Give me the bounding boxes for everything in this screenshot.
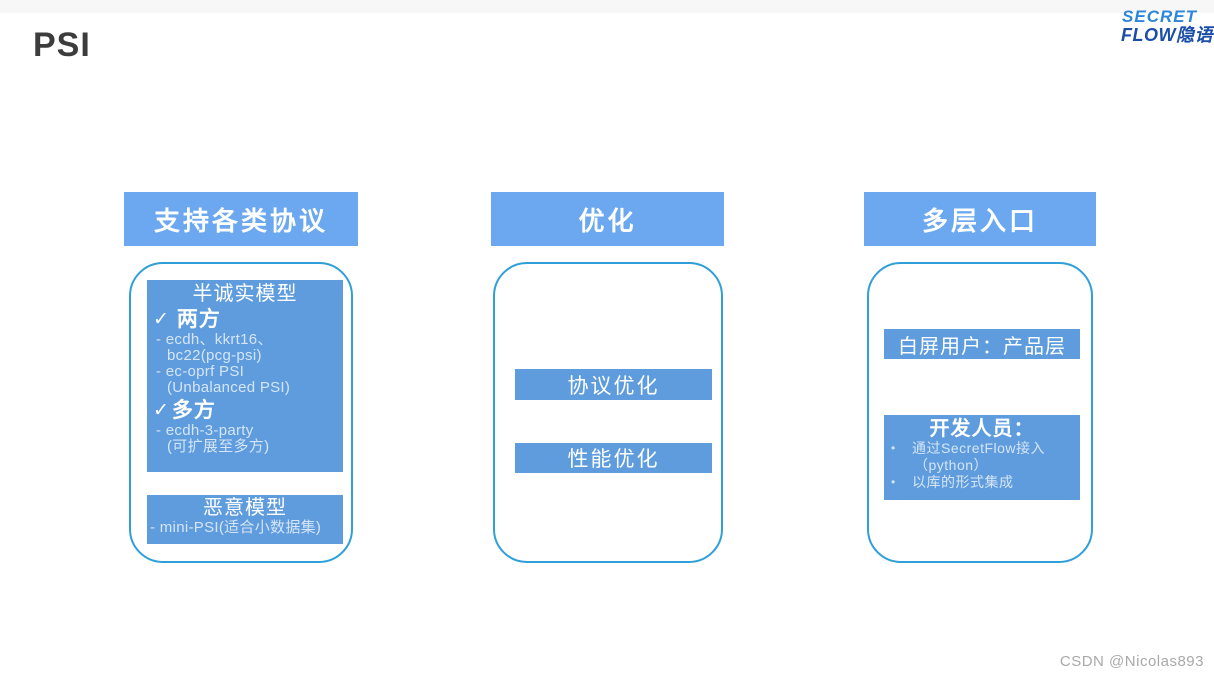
semi-honest-model-box: 半诚实模型 ✓ 两方 - ecdh、kkrt16、 bc22(pcg-psi) … [147,280,343,472]
logo-flow-word: FLOW [1121,24,1176,45]
developer-item-text: 通过SecretFlow接入 [912,440,1046,456]
protocol-optimization-bar: 协议优化 [515,369,712,400]
check-icon: ✓ [153,309,170,331]
protocol-line: - mini-PSI(适合小数据集) [150,519,322,536]
top-strip [0,0,1214,13]
protocol-line: - ecdh、kkrt16、 [156,331,273,349]
developer-item-text: 以库的形式集成 [912,474,1014,490]
performance-optimization-bar: 性能优化 [515,443,712,473]
logo-cn-word: 隐语 [1176,24,1213,45]
bullet-icon: • [891,441,896,455]
column-header-optimization: 优化 [491,192,724,246]
entries-panel: 白屏用户：产品层 开发人员： • 通过SecretFlow接入 （python）… [867,262,1093,563]
page-title: PSI [33,26,91,64]
developer-bullet-2: • 以库的形式集成 [888,474,1076,491]
protocol-line: (可扩展至多方) [167,438,270,456]
multi-party-label: 多方 [171,399,216,423]
developer-title: 开发人员： [929,418,1035,440]
developer-bullet-1-cont: （python） [888,457,1076,474]
multi-party-row: ✓ 多方 [153,399,337,423]
malicious-title: 恶意模型 [203,497,287,519]
bullet-icon: • [891,475,896,489]
product-layer-bar: 白屏用户：产品层 [884,329,1080,359]
optimization-panel: 协议优化 性能优化 [493,262,723,563]
protocol-line: - ec-oprf PSI [156,363,245,381]
two-party-label: 两方 [176,308,221,331]
watermark: CSDN @Nicolas893 [1059,653,1204,670]
semi-honest-title: 半诚实模型 [192,283,298,305]
protocols-panel: 半诚实模型 ✓ 两方 - ecdh、kkrt16、 bc22(pcg-psi) … [129,262,353,563]
protocol-line: bc22(pcg-psi) [167,347,262,365]
logo-flow-text: FLOW隐语 [1094,24,1214,45]
column-header-entries: 多层入口 [864,192,1096,246]
developer-item-text: （python） [914,457,989,473]
protocol-line: - ecdh-3-party [156,422,254,440]
check-icon: ✓ [153,400,170,422]
malicious-model-box: 恶意模型 - mini-PSI(适合小数据集) [147,495,343,544]
developer-box: 开发人员： • 通过SecretFlow接入 （python） • 以库的形式集… [884,415,1080,500]
column-header-protocols: 支持各类协议 [124,192,358,246]
secretflow-logo: SECRET FLOW隐语 [1094,8,1214,45]
developer-bullet-1: • 通过SecretFlow接入 [888,440,1076,457]
protocol-line: (Unbalanced PSI) [167,379,291,397]
two-party-row: ✓ 两方 [153,308,337,332]
logo-secret-text: SECRET [1122,7,1197,26]
